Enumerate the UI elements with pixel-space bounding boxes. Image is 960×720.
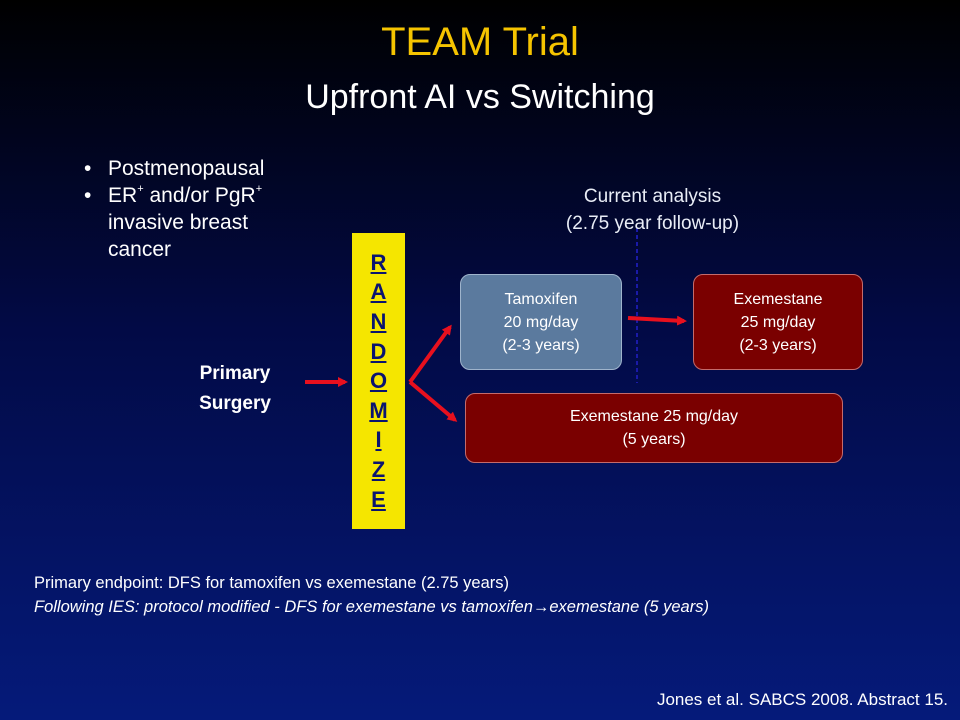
pgr-positive-sup: + xyxy=(255,183,263,195)
slide-title: TEAM Trial xyxy=(381,20,579,64)
primary-surgery-line-2: Surgery xyxy=(199,393,271,414)
pgr-label: and/or PgR xyxy=(143,184,256,207)
bullet-text: Postmenopausal xyxy=(108,157,265,180)
current-analysis-label: Current analysis (2.75 year follow-up) xyxy=(520,183,785,237)
exemestane-switch-arm-box: Exemestane 25 mg/day (2-3 years) xyxy=(693,274,863,370)
primary-surgery-line-1: Primary xyxy=(199,363,271,384)
tamoxifen-drug: Tamoxifen xyxy=(504,290,578,308)
endpoint-section: Primary endpoint: DFS for tamoxifen vs e… xyxy=(34,571,944,619)
exemestane-switch-dose: 25 mg/day xyxy=(740,313,816,331)
current-analysis-followup: (2.75 year follow-up) xyxy=(565,213,740,234)
randomize-bar: R A N D O M I Z E xyxy=(352,233,405,529)
randomize-letter: E xyxy=(371,486,386,512)
arrow-randomize-to-exemestane xyxy=(408,380,458,422)
randomize-letter: R xyxy=(370,249,387,275)
cancer-type-text: invasive breast cancer xyxy=(108,211,249,261)
randomize-letter: N xyxy=(370,309,387,335)
er-positive-sup: + xyxy=(137,183,144,195)
arrow-randomize-to-tamoxifen xyxy=(408,324,452,384)
primary-surgery-label: Primary Surgery xyxy=(170,359,300,419)
exemestane-upfront-arm-box: Exemestane 25 mg/day (5 years) xyxy=(465,393,843,463)
randomize-letter: Z xyxy=(371,456,386,482)
randomize-letter: M xyxy=(369,397,388,423)
randomize-letter: A xyxy=(370,279,387,305)
exemestane-upfront-duration: (5 years) xyxy=(622,431,686,448)
arrow-tamoxifen-to-exemestane xyxy=(627,315,687,326)
population-bullets: Postmenopausal ER+ and/or PgR+ invasive … xyxy=(84,155,314,263)
exemestane-upfront-dose: Exemestane 25 mg/day xyxy=(569,408,739,425)
bullet-receptor-status: ER+ and/or PgR+ invasive breast cancer xyxy=(84,182,314,263)
tamoxifen-arm-box: Tamoxifen 20 mg/day (2-3 years) xyxy=(460,274,622,370)
primary-endpoint-text: Primary endpoint: DFS for tamoxifen vs e… xyxy=(34,574,510,592)
tamoxifen-dose: 20 mg/day xyxy=(503,313,579,331)
randomize-letter: D xyxy=(370,338,387,364)
er-label: ER xyxy=(108,184,138,207)
exemestane-switch-drug: Exemestane xyxy=(733,290,823,308)
slide-subtitle: Upfront AI vs Switching xyxy=(305,78,655,116)
protocol-note-text: Following IES: protocol modified - DFS f… xyxy=(34,598,709,616)
exemestane-switch-duration: (2-3 years) xyxy=(739,336,817,354)
citation-text: Jones et al. SABCS 2008. Abstract 15. xyxy=(656,690,948,709)
current-analysis-title: Current analysis xyxy=(583,186,722,207)
bullet-postmenopausal: Postmenopausal xyxy=(84,155,314,182)
randomize-letter: O xyxy=(369,368,388,394)
randomize-letter: I xyxy=(375,427,382,453)
tamoxifen-duration: (2-3 years) xyxy=(502,336,580,354)
